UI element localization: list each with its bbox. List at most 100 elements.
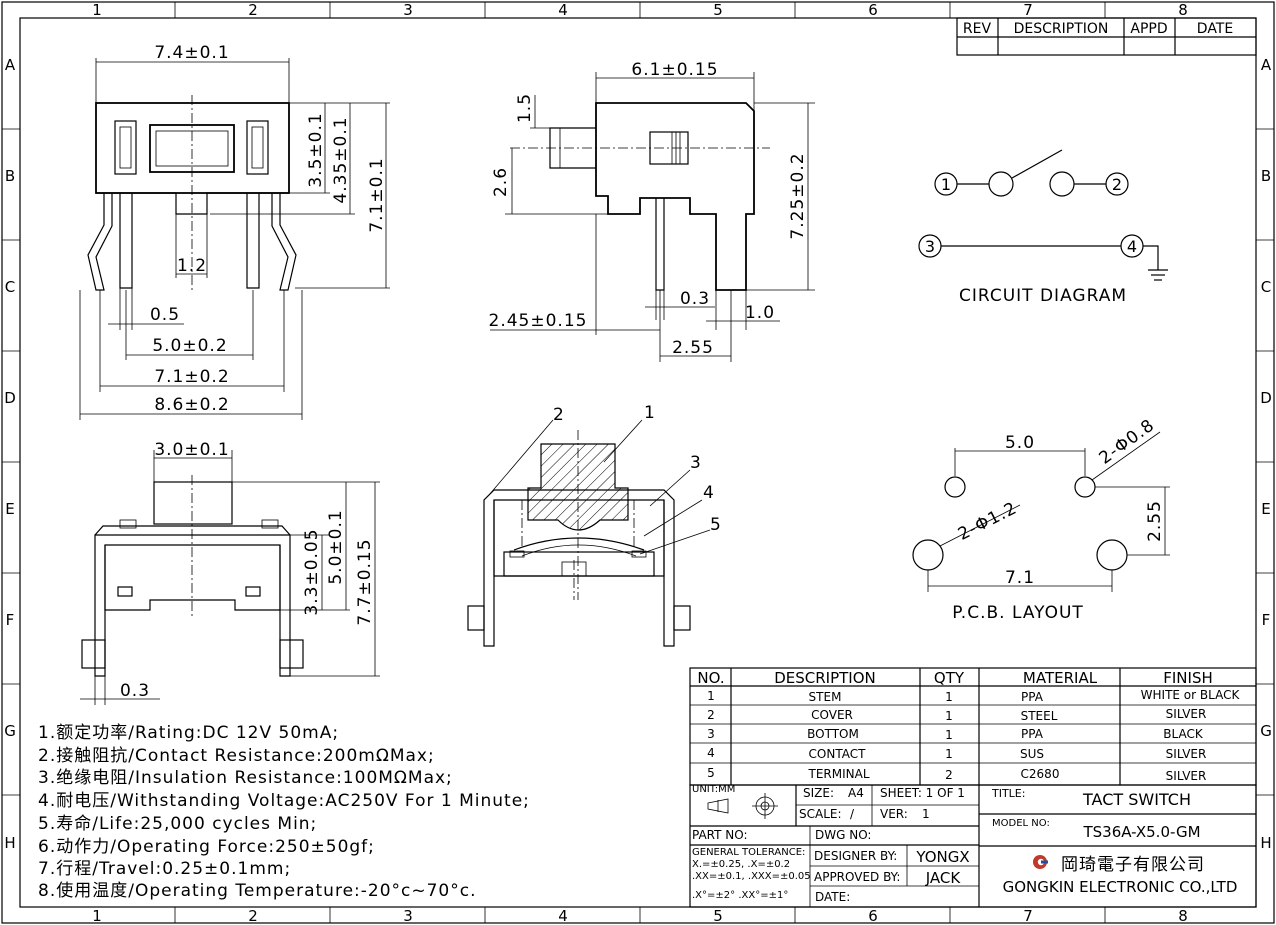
bottom-view: 3.0±0.1 3.3±0.05 5.0±0.1 7.7±0.15 0.3 (80, 440, 380, 705)
size-label: SIZE: (803, 786, 834, 800)
row-label: H (1260, 834, 1271, 852)
col-label: 7 (1023, 1, 1033, 19)
ver-value: 1 (922, 807, 930, 821)
row-label: G (1260, 722, 1272, 740)
part-no-label: PART NO: (692, 828, 748, 842)
bom-header-desc: DESCRIPTION (774, 669, 876, 687)
svg-text:BLACK: BLACK (1163, 727, 1204, 741)
row-label: D (4, 389, 16, 407)
section-view: 1 2 3 4 5 (467, 403, 721, 647)
company-name-en: GONGKIN ELECTRONIC CO.,LTD (1003, 878, 1238, 896)
side-view: 6.1±0.15 1.5 2.6 7.25±0.2 0.3 1.0 2.45±0… (489, 60, 815, 362)
rev-desc-header: DESCRIPTION (1014, 21, 1109, 37)
col-label: 6 (868, 1, 878, 19)
col-label: 2 (248, 1, 258, 19)
circuit-node-4: 4 (1127, 237, 1137, 256)
svg-text:2: 2 (707, 708, 715, 722)
table-row: 5 TERMINAL 2 C2680 SILVER (707, 766, 1206, 783)
svg-text:PPA: PPA (1021, 727, 1044, 741)
bom-header-qty: QTY (934, 669, 965, 687)
spec-line: 3.绝缘电阻/Insulation Resistance:100MΩMax; (38, 768, 453, 788)
projection-symbol-icon (707, 793, 778, 819)
designer-label: DESIGNER BY: (814, 849, 897, 863)
front-view: 7.4±0.1 3.5±0.1 4.35±0.1 7.1±0.1 1.2 0.5… (79, 43, 390, 420)
svg-text:1: 1 (945, 709, 953, 723)
bom-header-finish: FINISH (1163, 669, 1213, 687)
svg-text:COVER: COVER (811, 708, 853, 722)
rev-date-header: DATE (1197, 21, 1233, 37)
section-callout-1: 1 (644, 403, 656, 423)
pcb-dim-span: 7.1 (1005, 568, 1035, 588)
col-label: 1 (92, 907, 102, 925)
pcb-layout: 5.0 2-Φ0.8 2-Φ1.2 2.55 7.1 P.C.B. LAYOUT (912, 415, 1170, 623)
svg-text:WHITE or BLACK: WHITE or BLACK (1141, 688, 1241, 702)
front-dim-overall: 8.6±0.2 (154, 395, 229, 415)
side-dim-depth: 6.1±0.15 (631, 60, 718, 80)
tolerance-line: X.=±0.25, .X=±0.2 (692, 859, 790, 870)
col-label: 6 (868, 907, 878, 925)
col-label: 8 (1178, 1, 1188, 19)
circuit-node-2: 2 (1112, 175, 1122, 194)
svg-text:CONTACT: CONTACT (809, 747, 867, 761)
side-dim-stem: 1.5 (515, 93, 535, 123)
bottom-dim-body: 3.3±0.05 (302, 528, 322, 615)
date-label: DATE: (815, 890, 850, 904)
side-dim-height: 7.25±0.2 (788, 152, 808, 239)
svg-text:SILVER: SILVER (1166, 769, 1207, 783)
svg-text:STEM: STEM (809, 690, 842, 704)
front-dim-legs: 7.1±0.2 (154, 367, 229, 387)
svg-text:5: 5 (707, 766, 715, 780)
pcb-dim-small-hole: 2-Φ0.8 (1096, 415, 1159, 468)
sheet-value: SHEET: 1 OF 1 (880, 786, 965, 800)
rev-appd-header: APPD (1130, 21, 1167, 37)
row-label: B (5, 167, 15, 185)
front-dim-notch: 1.2 (177, 256, 207, 276)
svg-text:1: 1 (707, 689, 715, 703)
svg-text:PPA: PPA (1021, 690, 1044, 704)
ver-label: VER: (880, 807, 908, 821)
spec-line: 4.耐电压/Withstanding Voltage:AC250V For 1 … (38, 791, 530, 811)
table-row: 2 COVER 1 STEEL SILVER (707, 707, 1206, 723)
bom-table: NO. DESCRIPTION QTY MATERIAL FINISH 1 ST… (689, 667, 1257, 786)
row-label: C (5, 278, 15, 296)
col-label: 5 (713, 1, 723, 19)
col-label: 7 (1023, 907, 1033, 925)
side-dim-stem-height: 2.6 (491, 167, 511, 197)
spec-line: 2.接触阻抗/Contact Resistance:200mΩMax; (38, 746, 435, 766)
row-label: A (1261, 56, 1272, 74)
bottom-dim-stem: 3.0±0.1 (154, 440, 229, 460)
col-label: 3 (403, 1, 413, 19)
col-label: 5 (713, 907, 723, 925)
pcb-dim-offset: 2.55 (1145, 500, 1165, 542)
rev-header: REV (963, 21, 992, 37)
bom-header-no: NO. (697, 669, 724, 687)
spec-line: 5.寿命/Life:25,000 cycles Min; (38, 814, 317, 834)
row-label: B (1261, 167, 1271, 185)
front-dim-pin: 0.5 (150, 305, 180, 325)
table-row: 4 CONTACT 1 SUS SILVER (707, 746, 1206, 761)
section-callout-3: 3 (690, 453, 702, 473)
svg-text:BOTTOM: BOTTOM (807, 727, 859, 741)
side-dim-spacing: 2.55 (672, 338, 714, 358)
row-label: A (5, 56, 16, 74)
dwg-no-label: DWG NO: (815, 828, 871, 842)
bottom-dim-thickness: 0.3 (120, 681, 150, 701)
front-dim-height-3: 7.1±0.1 (367, 157, 387, 232)
bom-header-material: MATERIAL (1023, 669, 1098, 687)
svg-text:TERMINAL: TERMINAL (807, 767, 869, 781)
row-label: C (1261, 278, 1271, 296)
bottom-dim-overall: 7.7±0.15 (355, 538, 375, 625)
pcb-dim-large-hole: 2-Φ1.2 (955, 498, 1021, 545)
designer-value: YONGX (915, 848, 969, 866)
section-callout-2: 2 (553, 405, 565, 425)
spec-line: 6.动作力/Operating Force:250±50gf; (38, 837, 375, 857)
row-label: H (4, 834, 15, 852)
company-name-cn: 岡琦電子有限公司 (1061, 855, 1205, 875)
svg-text:STEEL: STEEL (1021, 709, 1058, 723)
side-dim-pin: 0.3 (680, 289, 710, 309)
row-label: D (1260, 389, 1272, 407)
front-dim-height-2: 4.35±0.1 (331, 116, 351, 203)
circuit-node-1: 1 (941, 175, 951, 194)
svg-text:SILVER: SILVER (1166, 747, 1207, 761)
company-logo-icon (1033, 855, 1048, 869)
